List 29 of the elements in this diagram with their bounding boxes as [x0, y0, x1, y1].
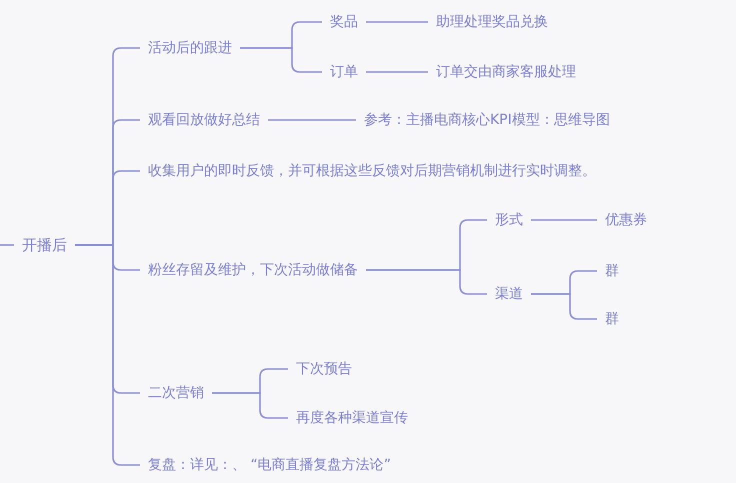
connector-line [212, 392, 288, 419]
topic-text: 助理处理奖品兑换 [436, 13, 548, 31]
connector-line [240, 47, 322, 73]
topic-text: 观看回放做好总结 [148, 111, 260, 129]
root-topic: 开播后 [22, 236, 67, 254]
topic-text: 下次预告 [296, 360, 352, 378]
connector-line [0, 244, 14, 246]
topic-text: 参考：主播电商核心KPI模型：思维导图 [364, 111, 610, 129]
topic-text: 收集用户的即时反馈，并可根据这些反馈对后期营销机制进行实时调整。 [148, 162, 596, 180]
connector-line [268, 119, 356, 121]
topic-text: 再度各种渠道宣传 [296, 409, 408, 427]
connector-line [366, 71, 428, 73]
connector-line [75, 244, 140, 466]
topic-text: 形式 [495, 211, 523, 229]
topic-text: 订单交由商家客服处理 [436, 63, 576, 81]
topic-text: 奖品 [330, 13, 358, 31]
topic-text: 优惠券 [605, 211, 647, 229]
connector-line [531, 293, 597, 320]
connector-line [366, 269, 487, 295]
connector-line [531, 219, 597, 221]
topic-text: 复盘：详见：、 “电商直播复盘方法论” [148, 456, 391, 474]
topic-text: 粉丝存留及维护，下次活动做储备 [148, 261, 358, 279]
topic-text: 渠道 [495, 285, 523, 303]
connector-line [366, 21, 428, 23]
topic-text: 二次营销 [148, 384, 204, 402]
topic-text: 群 [605, 310, 619, 328]
topic-text: 活动后的跟进 [148, 39, 232, 57]
topic-text: 订单 [330, 63, 358, 81]
topic-text: 群 [605, 262, 619, 280]
